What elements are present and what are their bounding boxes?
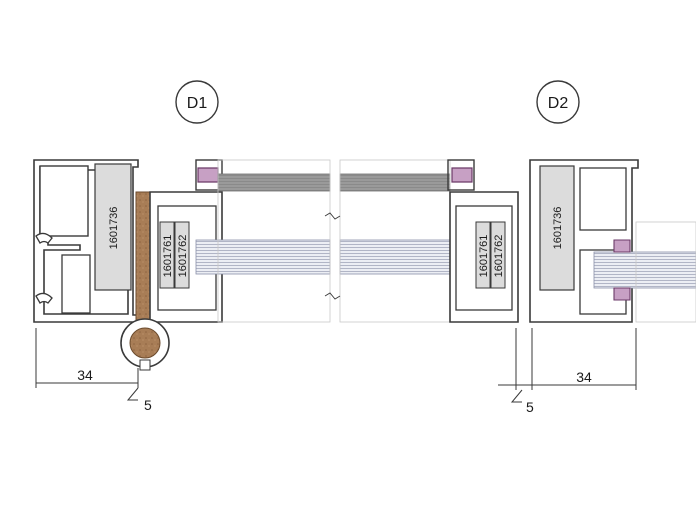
d1-bubble <box>175 80 219 124</box>
glazing-center <box>195 159 469 323</box>
detail-d1: 1601736 1601761 1601762 D1 34 5 <box>33 80 223 413</box>
d2-bead-a <box>475 221 491 289</box>
d1-frame-chamber-left <box>39 165 89 237</box>
d2-gasket-bottom <box>613 287 631 301</box>
d1-pivot-notch <box>139 359 151 371</box>
d1-dim-5-leader <box>126 387 139 401</box>
d1-bead-b-code: 1601762 <box>177 235 189 278</box>
d1-insulator <box>94 163 132 291</box>
break-mark-bottom <box>324 292 341 300</box>
detail-d2: 1601761 1601762 1601736 D2 34 5 <box>447 80 696 415</box>
d2-label: D2 <box>548 95 569 112</box>
d1-bead-a-code: 1601761 <box>162 235 174 278</box>
d2-bead-b-code: 1601762 <box>493 235 505 278</box>
d1-frame-hook-top <box>35 232 53 244</box>
d2-bead-b <box>490 221 506 289</box>
top-glass-right <box>339 173 451 192</box>
d2-top-gasket <box>451 167 473 183</box>
d2-insulator <box>539 165 575 291</box>
d2-frame-chamber-upper <box>579 167 627 231</box>
d2-dim-5: 5 <box>526 399 534 415</box>
d1-bead-b <box>174 221 190 289</box>
d1-label: D1 <box>187 95 208 112</box>
d2-side-glass <box>593 251 696 289</box>
d1-dim-34: 34 <box>77 367 93 383</box>
d1-frame-lower-chamber <box>61 254 91 314</box>
d2-side-pane-outline <box>635 221 696 323</box>
top-glass-left <box>217 173 331 192</box>
d1-top-gasket <box>197 167 219 183</box>
d2-dim-34: 34 <box>576 369 592 385</box>
d2-bead-a-code: 1601761 <box>478 235 490 278</box>
d1-dim-5: 5 <box>144 397 152 413</box>
d2-gasket-top <box>613 239 631 253</box>
d1-bead-a <box>159 221 175 289</box>
main-glass-right <box>339 239 469 275</box>
pane-outline-left <box>217 159 331 323</box>
d2-dim-5-leader <box>510 389 523 403</box>
d1-insulator-code: 1601736 <box>108 207 120 250</box>
d2-bubble <box>536 80 580 124</box>
d1-frame-hook-bottom <box>35 292 53 304</box>
d1-pivot-inner <box>129 327 161 359</box>
break-mark-top <box>324 212 341 220</box>
d2-insulator-code: 1601736 <box>552 207 564 250</box>
d2-top-holder <box>447 159 475 191</box>
d1-wood-strip <box>135 191 151 325</box>
main-glass-left <box>195 239 331 275</box>
